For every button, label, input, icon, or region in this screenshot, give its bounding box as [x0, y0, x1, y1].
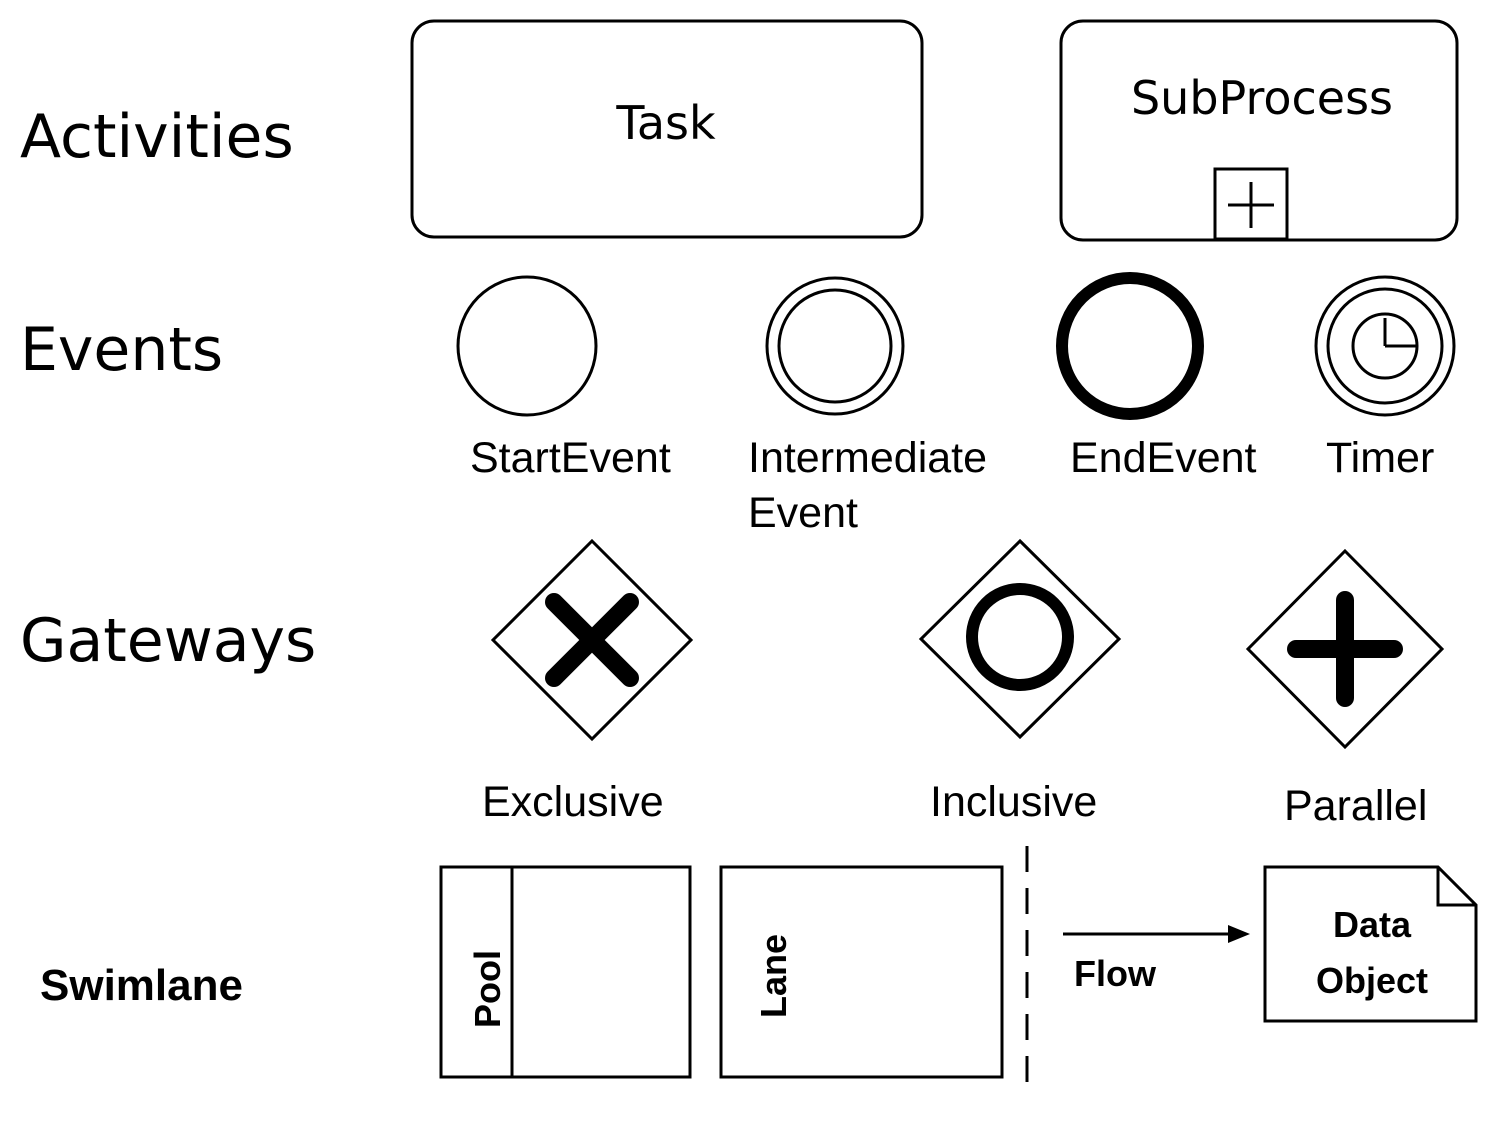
end-event-shape	[1056, 272, 1204, 420]
intermediate-event-label-line1: Intermediate	[748, 434, 987, 482]
exclusive-gateway-label: Exclusive	[482, 778, 664, 826]
subprocess-label: SubProcess	[1131, 71, 1393, 125]
start-event-label: StartEvent	[470, 434, 671, 482]
clock-icon	[1351, 312, 1419, 380]
intermediate-event-shape	[765, 276, 905, 416]
data-object-label-line1: Data	[1333, 904, 1412, 945]
end-event-label: EndEvent	[1070, 434, 1257, 482]
pool-label: Pool	[467, 950, 508, 1028]
flow-arrow	[1063, 925, 1250, 943]
inclusive-gateway-label: Inclusive	[930, 778, 1097, 826]
task-shape: Task	[410, 19, 924, 239]
lane-shape: Lane	[719, 865, 1004, 1079]
pool-shape: Pool	[439, 865, 692, 1079]
lane-label: Lane	[753, 934, 794, 1018]
subprocess-shape: SubProcess	[1059, 19, 1459, 242]
start-event-shape	[456, 275, 598, 417]
x-icon	[545, 593, 639, 687]
section-label-swimlane: Swimlane	[40, 961, 243, 1010]
inclusive-gateway-shape	[918, 538, 1122, 740]
flow-label: Flow	[1074, 953, 1157, 994]
data-object-label-line2: Object	[1316, 960, 1428, 1001]
timer-event-label: Timer	[1326, 434, 1434, 482]
timer-event-shape	[1314, 275, 1456, 417]
parallel-gateway-label: Parallel	[1284, 782, 1427, 830]
data-object-shape: Data Object	[1263, 865, 1478, 1023]
plus-square-icon	[1213, 167, 1289, 241]
task-label: Task	[615, 96, 716, 150]
section-label-events: Events	[20, 315, 223, 385]
section-label-activities: Activities	[20, 102, 294, 172]
plus-icon	[1287, 591, 1403, 707]
parallel-gateway-shape	[1245, 548, 1445, 750]
intermediate-event-label-line2: Event	[748, 489, 858, 537]
section-label-gateways: Gateways	[20, 606, 316, 676]
circle-icon	[966, 583, 1074, 691]
exclusive-gateway-shape	[490, 538, 694, 742]
